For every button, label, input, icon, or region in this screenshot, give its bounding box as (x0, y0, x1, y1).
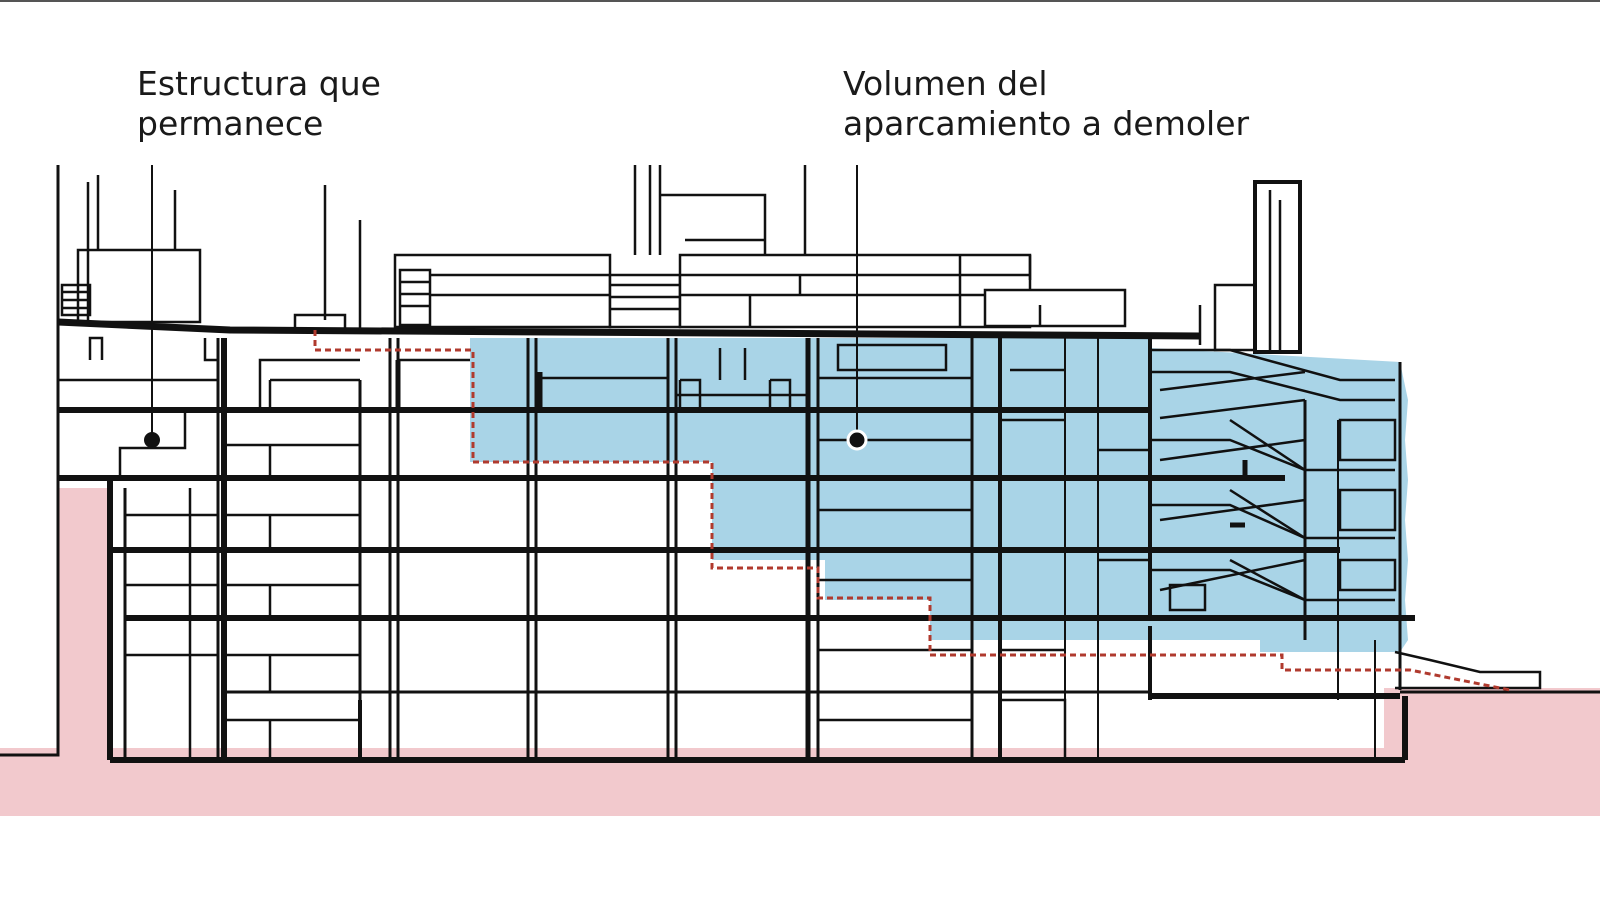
demolish-label-line2: aparcamiento a demoler (843, 104, 1250, 143)
roof-slab (56, 318, 1201, 340)
demolish-volume (470, 338, 1408, 652)
outer-walls (107, 362, 1408, 760)
left-partitions (58, 336, 362, 760)
remain-marker-dot (144, 432, 160, 448)
rooftop-buildings (60, 165, 1302, 354)
floor-slabs (58, 407, 1415, 763)
demolition-boundary (313, 330, 1511, 692)
leader-lines (144, 165, 868, 451)
remain-label-line2: permanece (137, 104, 323, 143)
remain-label-line1: Estructura que (137, 64, 381, 103)
right-partitions (395, 343, 1150, 760)
demolish-label-line1: Volumen del (843, 64, 1048, 103)
demolish-marker-dot (846, 429, 868, 451)
parking-ramps (1150, 348, 1600, 694)
left-wall (0, 165, 60, 757)
